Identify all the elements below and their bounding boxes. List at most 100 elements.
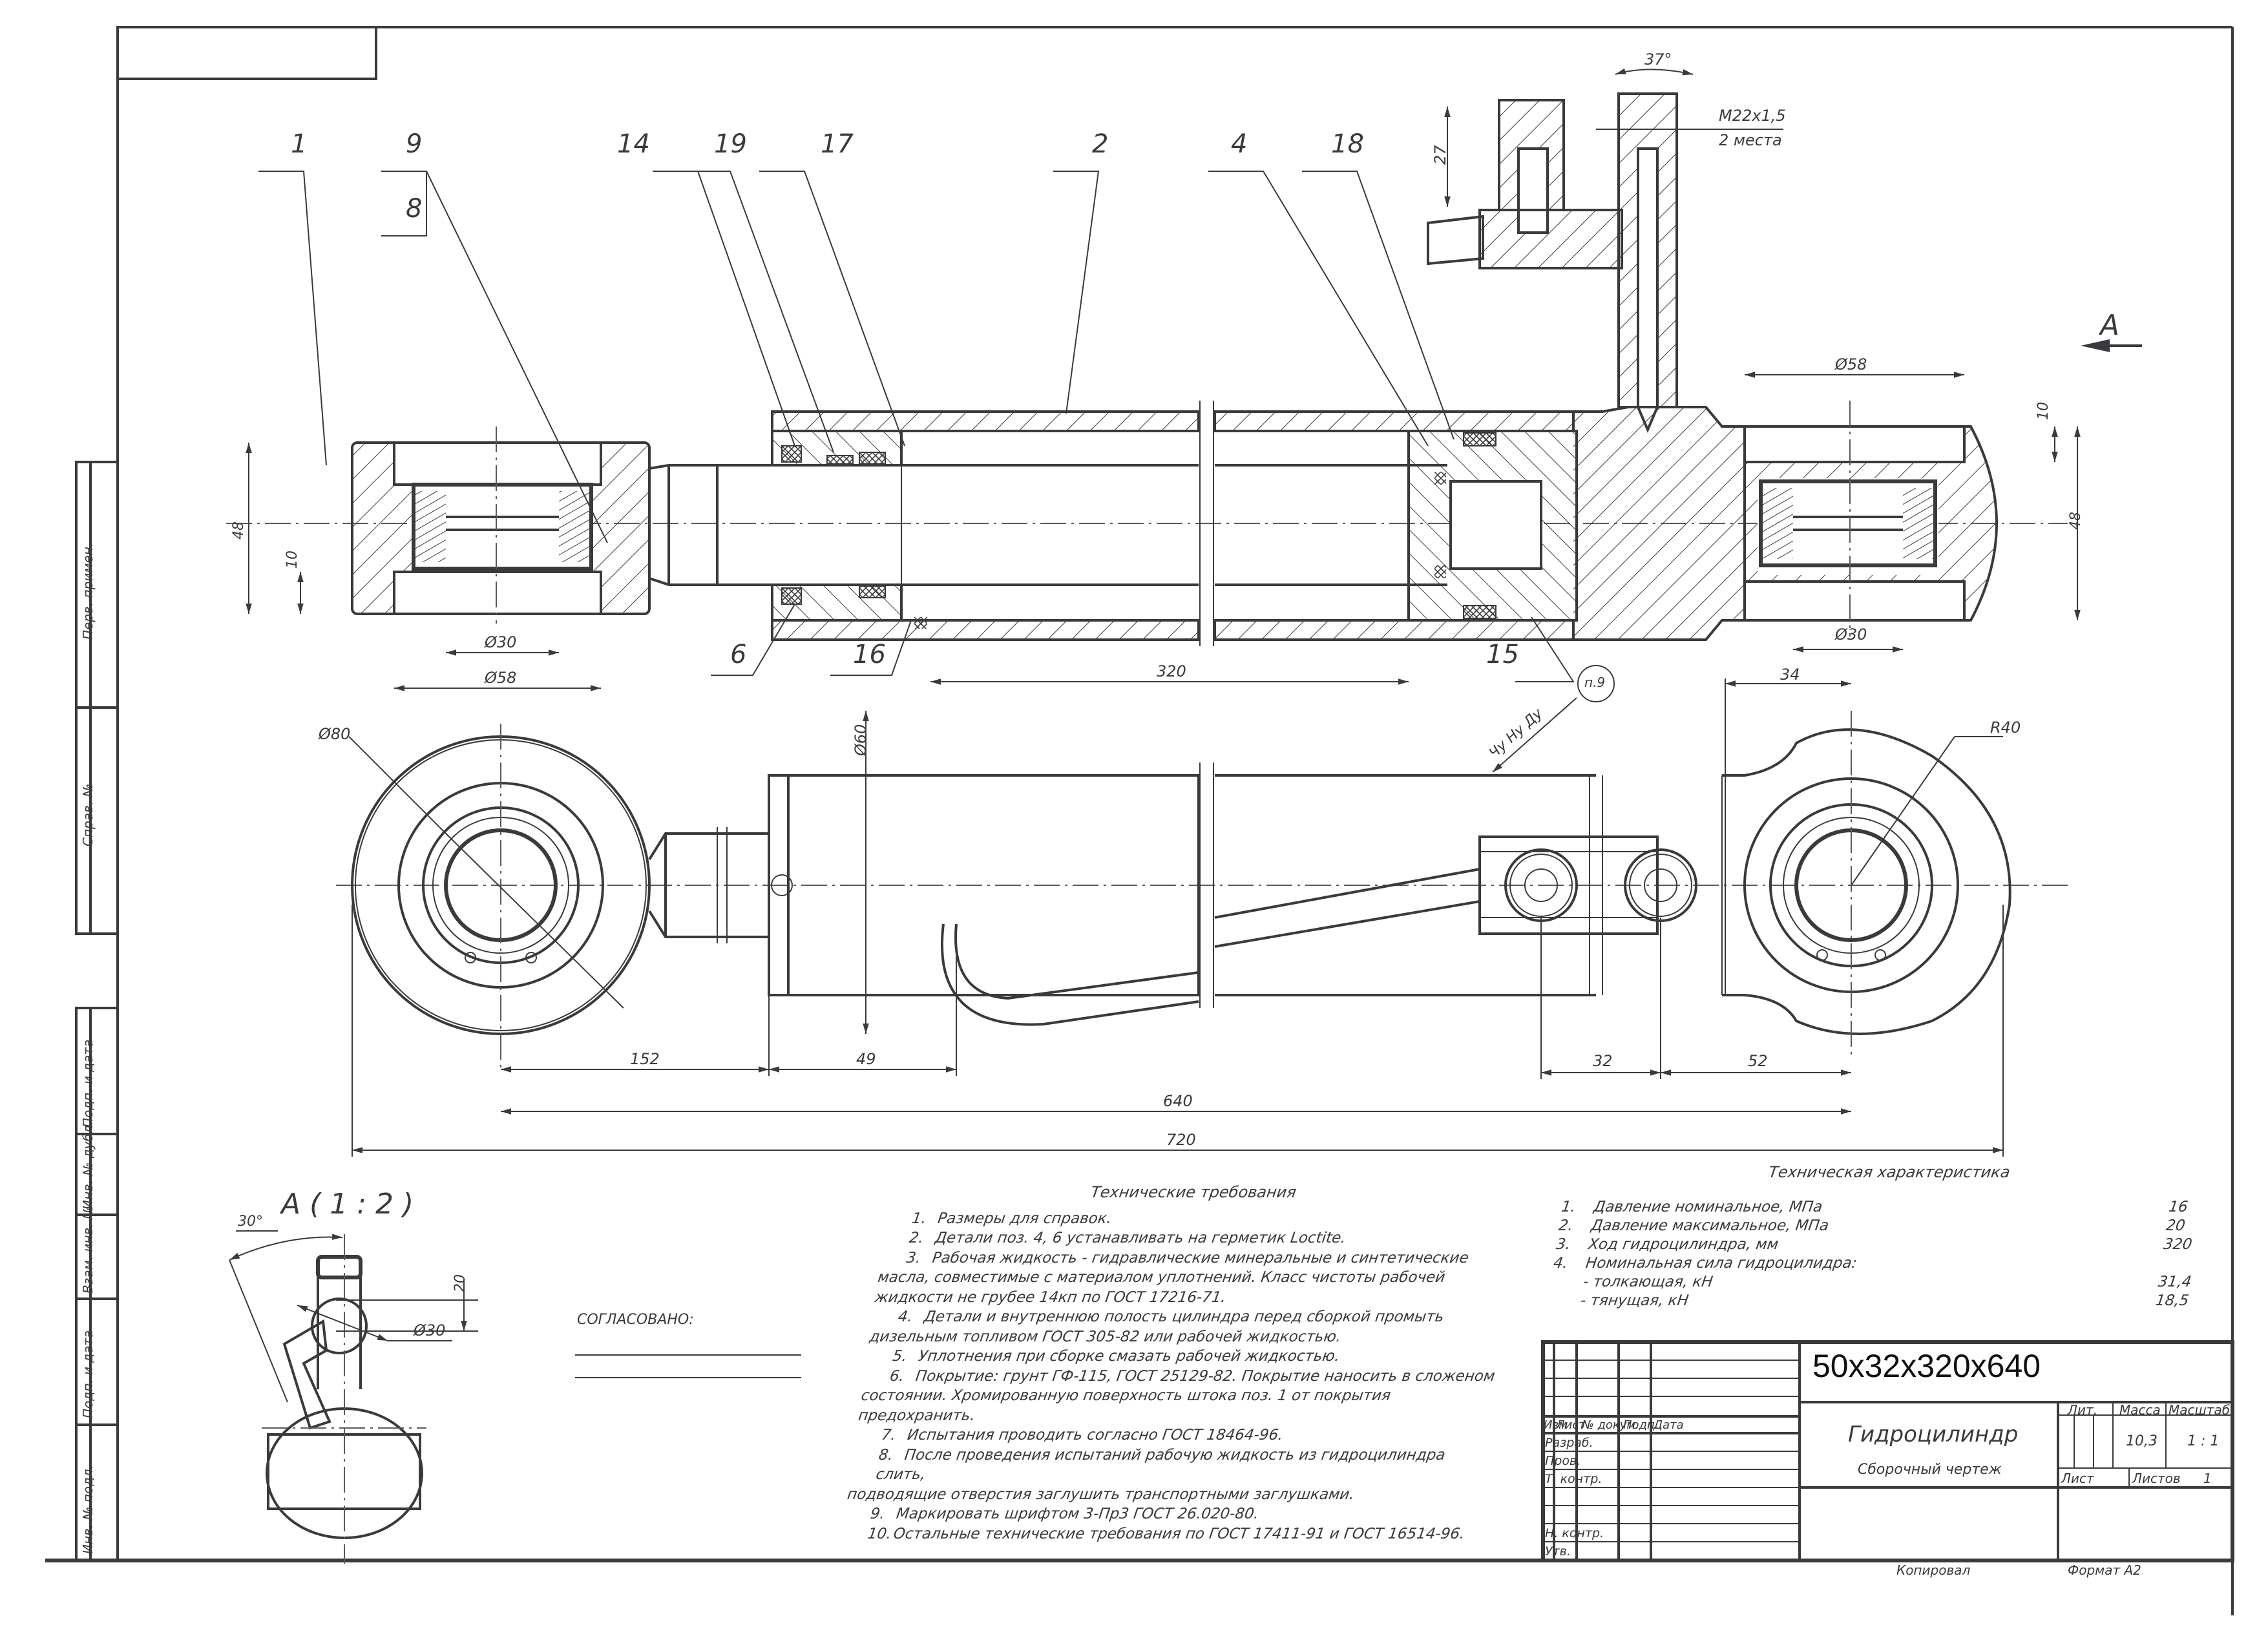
mass-header: Масса [2119,1402,2161,1418]
dim-32: 32 [1593,1052,1613,1070]
dim-52: 52 [1748,1052,1768,1070]
callout-8: 8 [406,194,423,224]
technical-requirements: Технические требования 1.Размеры для спр… [841,1182,1538,1544]
sheets-value: 1 [2203,1471,2212,1486]
requirement-item: Размеры для справок. [936,1210,1113,1227]
dim-port-count: 2 места [1719,131,1782,149]
side-label-sign-date-1: Подп. и дата [80,1039,96,1128]
dim-640: 640 [1163,1092,1193,1110]
technical-characteristics: Техническая характеристика 1.Давление но… [1547,1163,2214,1310]
dim-port-height: 27 [1431,145,1449,165]
dim-right-bore: Ø30 [1835,625,1867,644]
requirement-continuation: масла, совместимые с материалом уплотнен… [876,1269,1447,1286]
requirement-item: Уплотнения при сборке смазать рабочей жи… [917,1348,1341,1365]
sheet-label: Лист [2061,1471,2094,1486]
drawing-subtitle: Сборочный чертеж [1858,1462,2002,1478]
leader-lines [258,171,1575,682]
callout-17: 17 [821,129,854,159]
detail-view-title: А ( 1 : 2 ) [281,1188,414,1221]
role-approver: Утв. [1545,1544,1571,1559]
requirement-item: Детали и внутреннюю полость цилиндра пер… [923,1308,1445,1325]
scale-header: Масштаб [2168,1402,2231,1418]
side-strip [75,461,119,1562]
dim-34: 34 [1780,666,1800,684]
rev-col-date: Дата [1654,1418,1684,1432]
callout-6: 6 [730,640,747,669]
callout-9: 9 [406,129,423,159]
view-arrow-label: А [2100,309,2120,342]
callout-4: 4 [1231,129,1248,159]
lit-header: Лит. [2068,1402,2098,1418]
callout-15: 15 [1486,640,1519,669]
side-label-sign-date-2: Подп. и дата [80,1330,96,1418]
corner-stamp-box [116,26,377,80]
side-label-first-use: Перв. примен. [80,542,96,640]
requirement-item: Рабочая жидкость - гидравлические минера… [931,1249,1470,1266]
characteristics-title: Техническая характеристика [1767,1163,2011,1181]
callout-18: 18 [1331,129,1364,159]
dim-49: 49 [856,1050,876,1068]
requirement-continuation: предохранить. [857,1407,976,1424]
requirement-item: Маркировать шрифтом 3-Пр3 ГОСТ 26.020-80… [895,1506,1260,1522]
callout-1: 1 [291,129,308,159]
detail-view-a [229,1230,801,1564]
dim-720: 720 [1166,1131,1196,1149]
dim-right-outer: Ø58 [1835,355,1867,373]
detail-dim-height: 20 [452,1274,468,1292]
requirement-continuation: дизельным топливом ГОСТ 305-82 или рабоч… [868,1328,1343,1345]
dim-port-angle: 37° [1644,50,1672,68]
dim-left-outer: Ø58 [485,669,517,687]
side-label-ref-no: Справ. № [80,783,96,846]
dim-left-offset: 10 [284,551,300,569]
sheets-label: Листов [2132,1471,2181,1486]
detail-dim-diameter: Ø30 [414,1321,446,1339]
requirement-continuation: подводящие отверстия заглушить транспорт… [846,1486,1356,1503]
callout-19: 19 [714,129,747,159]
approval-label: СОГЛАСОВАНО: [577,1312,694,1328]
side-label-repl-inv: Взам. инв. № [80,1206,96,1294]
mass-value: 10,3 [2126,1433,2158,1449]
rev-col-sheet: Лист [1556,1418,1586,1432]
format-label: Формат А2 [2068,1562,2141,1578]
rev-col-doc: № докум. [1582,1418,1639,1432]
dim-right-offset: 10 [2035,402,2052,420]
requirement-item: Детали поз. 4, 6 устанавливать на гермет… [934,1230,1347,1246]
copied-label: Копировал [1896,1562,1971,1578]
requirement-item: Покрытие: грунт ГФ-115, ГОСТ 25129-82. П… [914,1367,1496,1385]
scale-value: 1 : 1 [2187,1433,2220,1449]
dim-left-bore: Ø30 [485,633,517,651]
dim-radius: R40 [1990,719,2021,737]
dim-stroke: 320 [1157,662,1186,680]
dim-eye-diameter: Ø80 [319,725,351,743]
requirements-title: Технические требования [1089,1183,1297,1201]
rev-col-change: Изм [1544,1418,1568,1432]
note-reference: п.9 [1584,675,1606,690]
requirement-item: Остальные технические требования по ГОСТ… [892,1525,1466,1542]
dim-152: 152 [630,1050,660,1068]
characteristic-row: 4.Номинальная сила гидроцилидра: [1552,1255,1858,1272]
dim-right-height: 48 [2068,512,2084,530]
role-checker: Пров. [1545,1454,1581,1468]
callout-14: 14 [617,129,650,159]
requirement-item: Испытания проводить согласно ГОСТ 18464-… [906,1427,1285,1444]
side-label-orig-inv: Инв. № подл. [80,1465,96,1554]
dim-barrel-diameter: Ø60 [852,724,870,756]
title-block-grid [1541,1340,2234,1562]
requirement-continuation: состоянии. Хромированную поверхность што… [860,1387,1392,1404]
rev-col-sign: Подп. [1623,1418,1659,1432]
section-view [226,68,2142,691]
side-label-dup-inv: Инв. № дубл. [80,1121,96,1210]
role-developer: Разраб. [1545,1436,1593,1450]
callout-16: 16 [853,640,886,669]
callout-2: 2 [1092,129,1109,159]
role-tech-control: Т. контр. [1545,1472,1602,1486]
drawing-title: Гидроцилиндр [1848,1422,2019,1447]
dim-port-thread: М22х1,5 [1719,107,1786,125]
requirement-item: После проведения испытаний рабочую жидко… [874,1446,1447,1484]
exterior-view [336,665,2068,1157]
